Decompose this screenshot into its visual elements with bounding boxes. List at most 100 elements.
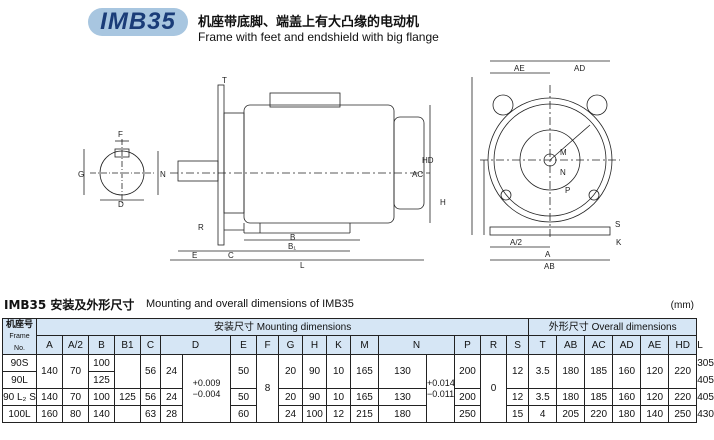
- cell: 215: [350, 405, 379, 423]
- table-row-90L2S: 90 L₂ S 140 70 100 125 56 24 50 20 90 10…: [2, 388, 714, 406]
- cell: 160: [612, 354, 642, 389]
- frame-cell: 90 L₂ S: [2, 388, 37, 406]
- col-B: B: [88, 335, 115, 355]
- cell: 160: [36, 405, 63, 423]
- label-F: F: [118, 130, 123, 139]
- cell: 180: [556, 388, 586, 406]
- cell: 220: [668, 388, 698, 406]
- section-title-chinese: IMB35 安装及外形尺寸: [4, 298, 135, 312]
- cell: 185: [584, 388, 614, 406]
- cell: 24: [160, 388, 183, 406]
- motor-front-view: [471, 60, 620, 261]
- cell: 70: [62, 354, 89, 389]
- cell: 56: [140, 354, 161, 389]
- label-A2: A/2: [510, 238, 523, 247]
- label-AC: AC: [412, 170, 423, 179]
- shaft-section-view: [83, 139, 159, 205]
- cell: 125: [88, 371, 115, 389]
- cell: 180: [378, 405, 427, 423]
- cell: 140: [640, 405, 670, 423]
- label-AD: AD: [574, 64, 585, 73]
- label-R: R: [198, 223, 204, 232]
- frame-cell: 90L: [2, 371, 37, 389]
- table-row-90S: 90S 140 70 100 56 24 +0.009−0.004 50 8 2…: [2, 354, 714, 423]
- cell: 8: [256, 354, 279, 423]
- col-G: G: [278, 335, 303, 355]
- cell: [114, 405, 141, 423]
- cell: 200: [454, 388, 481, 406]
- cell: 50: [230, 354, 257, 389]
- label-AB: AB: [544, 262, 555, 271]
- col-HD: HD: [668, 335, 698, 355]
- table-row-100L: 100L 160 80 140 63 28 60 24 100 12 215 1…: [2, 405, 714, 423]
- col-S: S: [505, 335, 530, 355]
- cell: 15: [505, 405, 530, 423]
- cell: 60: [230, 405, 257, 423]
- cell: 90: [302, 354, 327, 389]
- cell: 0: [480, 354, 507, 423]
- cell: 3.5: [528, 388, 558, 406]
- cell: 12: [326, 405, 351, 423]
- cell: 10: [326, 354, 351, 389]
- cell: 165: [350, 388, 379, 406]
- cell: 165: [350, 354, 379, 389]
- col-K: K: [326, 335, 351, 355]
- cell: 100: [88, 388, 115, 406]
- cell: 250: [454, 405, 481, 423]
- frame-cell: 90S: [2, 354, 37, 372]
- label-HD: HD: [422, 156, 434, 165]
- cell: 20: [278, 354, 303, 389]
- cell: 180: [556, 354, 586, 389]
- cell: 12: [505, 388, 530, 406]
- cell: 185: [584, 354, 614, 389]
- cell: 130: [378, 388, 427, 406]
- table-column-header-row: A A/2 B B1 C D E F G H K M N P R S T AB …: [3, 335, 703, 355]
- unit-label: (mm): [670, 300, 694, 311]
- cell: 140: [36, 388, 63, 406]
- label-M: M: [560, 148, 567, 157]
- col-C: C: [140, 335, 161, 355]
- mounting-dimensions-header: 安装尺寸 Mounting dimensions: [35, 318, 530, 336]
- label-N-left: N: [160, 170, 166, 179]
- label-P: P: [565, 186, 570, 195]
- cell: 28: [160, 405, 183, 423]
- label-B1: B₁: [288, 242, 296, 251]
- cell: 160: [612, 388, 642, 406]
- cell: 3.5: [528, 354, 558, 389]
- col-F: F: [256, 335, 279, 355]
- label-K: K: [616, 238, 622, 247]
- label-AE: AE: [514, 64, 525, 73]
- cell: 140: [36, 354, 63, 389]
- table-row-90L: 90L 125 405: [2, 371, 714, 389]
- col-D: D: [160, 335, 231, 355]
- title-chinese: 机座带底脚、端盖上有大凸缘的电动机: [198, 15, 420, 30]
- n-tolerance-cell: +0.014−0.011: [426, 354, 455, 423]
- col-H: H: [302, 335, 327, 355]
- label-D: D: [118, 200, 124, 209]
- label-L: L: [300, 261, 305, 270]
- col-A: A: [36, 335, 63, 355]
- cell: 120: [640, 388, 670, 406]
- col-T: T: [528, 335, 558, 355]
- cell: 4: [528, 405, 558, 423]
- cell: 56: [140, 388, 161, 406]
- series-badge: IMB35: [88, 8, 188, 36]
- cell: 20: [278, 388, 303, 406]
- cell: 100: [302, 405, 327, 423]
- cell: 90: [302, 388, 327, 406]
- cell: 10: [326, 388, 351, 406]
- cell: 125: [114, 388, 141, 406]
- label-C: C: [228, 251, 234, 260]
- cell: 220: [668, 354, 698, 389]
- col-AB: AB: [556, 335, 586, 355]
- cell: 24: [278, 405, 303, 423]
- col-A2: A/2: [62, 335, 89, 355]
- cell: 250: [668, 405, 698, 423]
- cell: 70: [62, 388, 89, 406]
- label-A: A: [545, 250, 551, 259]
- col-P: P: [454, 335, 481, 355]
- col-AD: AD: [612, 335, 642, 355]
- cell: 220: [584, 405, 614, 423]
- label-E: E: [192, 251, 197, 260]
